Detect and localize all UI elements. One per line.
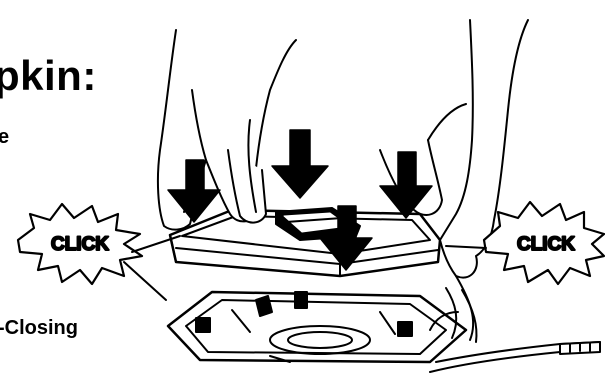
base-tray [168,292,466,362]
lid [170,208,440,276]
click-label-left: CLICK [51,234,109,255]
measuring-strip [430,342,600,372]
click-label-right: CLICK [517,234,575,255]
arrow-down-icon [272,130,328,198]
